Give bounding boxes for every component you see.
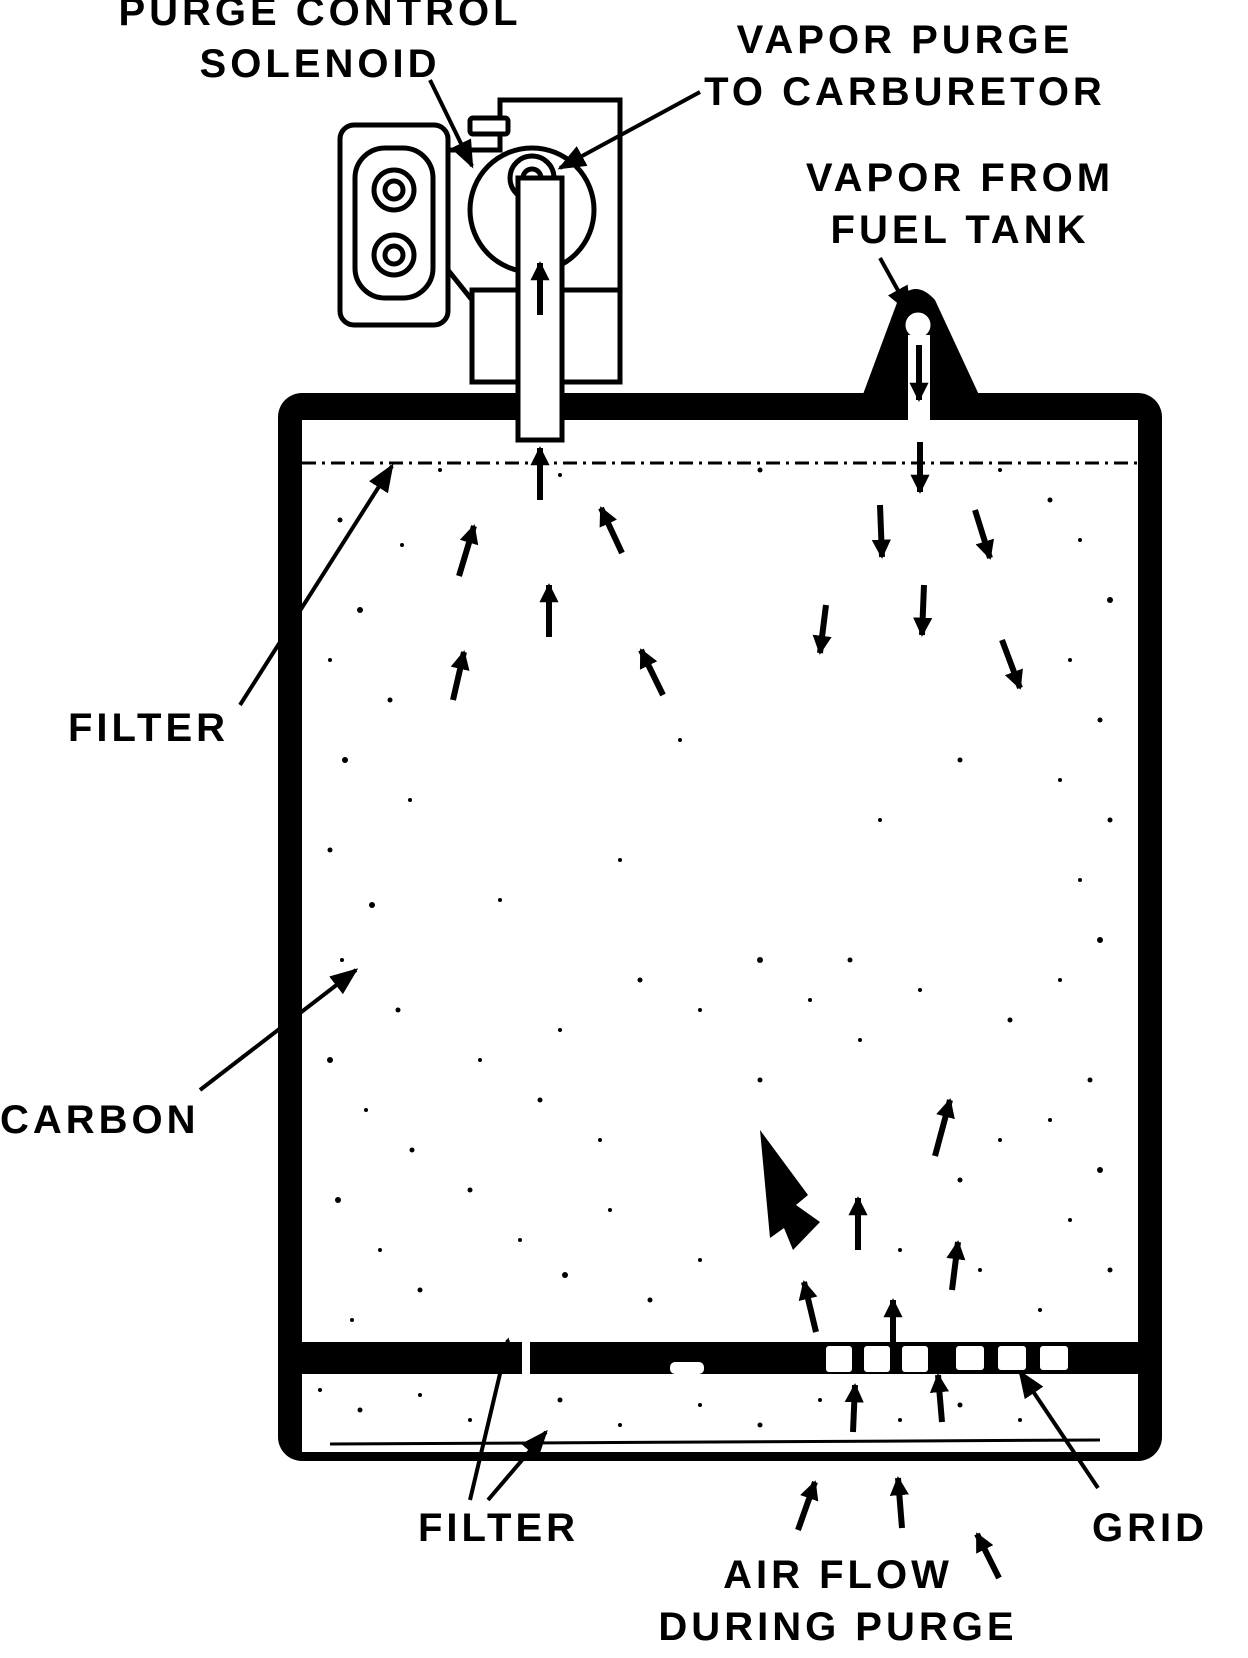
flow-arrow xyxy=(456,524,479,577)
bottom-filter-line xyxy=(329,1438,1101,1446)
label-air-flow-line1: AIR FLOW xyxy=(723,1553,953,1597)
label-filter-bottom: FILTER xyxy=(418,1506,580,1550)
label-vapor-from-fuel-tank: VAPOR FROM FUEL TANK xyxy=(790,158,1130,250)
label-vapor-from-line2: FUEL TANK xyxy=(830,208,1090,252)
leader-grid xyxy=(1018,1369,1100,1490)
flow-arrow xyxy=(450,650,470,701)
label-vapor-purge-line1: VAPOR PURGE xyxy=(736,18,1074,62)
bottom-grid-slots xyxy=(522,1342,1068,1374)
flow-arrow-large xyxy=(760,1130,820,1250)
flow-arrow xyxy=(871,504,891,559)
label-vapor-purge-line2: TO CARBURETOR xyxy=(704,70,1106,114)
leader-vapor-purge xyxy=(557,90,701,170)
leader-filter-top xyxy=(238,463,394,707)
leader-filter-bottom-1 xyxy=(468,1337,514,1501)
flow-arrow xyxy=(598,506,625,555)
top-grid xyxy=(320,425,1130,440)
leader-solenoid xyxy=(428,79,474,169)
label-carbon: CARBON xyxy=(0,1098,200,1142)
flow-arrow xyxy=(932,1098,955,1157)
label-purge-control-line2: SOLENOID xyxy=(199,42,441,86)
flow-arrow xyxy=(795,1480,819,1532)
flow-arrow xyxy=(913,584,933,637)
label-filter-top: FILTER xyxy=(68,706,230,750)
flow-arrow xyxy=(972,509,995,560)
inlet-port xyxy=(902,309,934,341)
flow-arrow xyxy=(844,1383,864,1433)
label-purge-control-line1: PURGE CONTROL xyxy=(118,0,522,34)
flow-arrow xyxy=(889,1476,909,1529)
label-air-flow: AIR FLOW DURING PURGE xyxy=(648,1555,1028,1647)
leader-carbon xyxy=(198,968,359,1092)
fuel-tank-inlet xyxy=(862,289,980,441)
flow-arrow xyxy=(638,648,666,697)
flow-arrows xyxy=(450,261,1023,1580)
label-grid: GRID xyxy=(1092,1506,1208,1550)
flow-arrow xyxy=(999,638,1023,690)
leader-lines xyxy=(198,79,1100,1502)
label-vapor-purge: VAPOR PURGE TO CARBURETOR xyxy=(690,20,1120,112)
label-air-flow-line2: DURING PURGE xyxy=(658,1605,1018,1649)
flow-arrow xyxy=(929,1373,950,1423)
leader-filter-bottom-2 xyxy=(486,1429,548,1502)
flow-arrow xyxy=(812,604,832,655)
carbon-texture xyxy=(318,467,1113,1428)
flow-arrow xyxy=(798,1280,819,1333)
flow-arrow xyxy=(946,1240,966,1291)
purge-control-solenoid xyxy=(337,97,623,443)
flow-arrow xyxy=(974,1532,1002,1580)
canister xyxy=(278,393,1162,1461)
label-vapor-from-line1: VAPOR FROM xyxy=(805,156,1115,200)
leader-fuel-tank xyxy=(878,257,912,315)
canister-interior xyxy=(302,420,1138,1452)
label-purge-control-solenoid: PURGE CONTROL SOLENOID xyxy=(110,0,530,84)
